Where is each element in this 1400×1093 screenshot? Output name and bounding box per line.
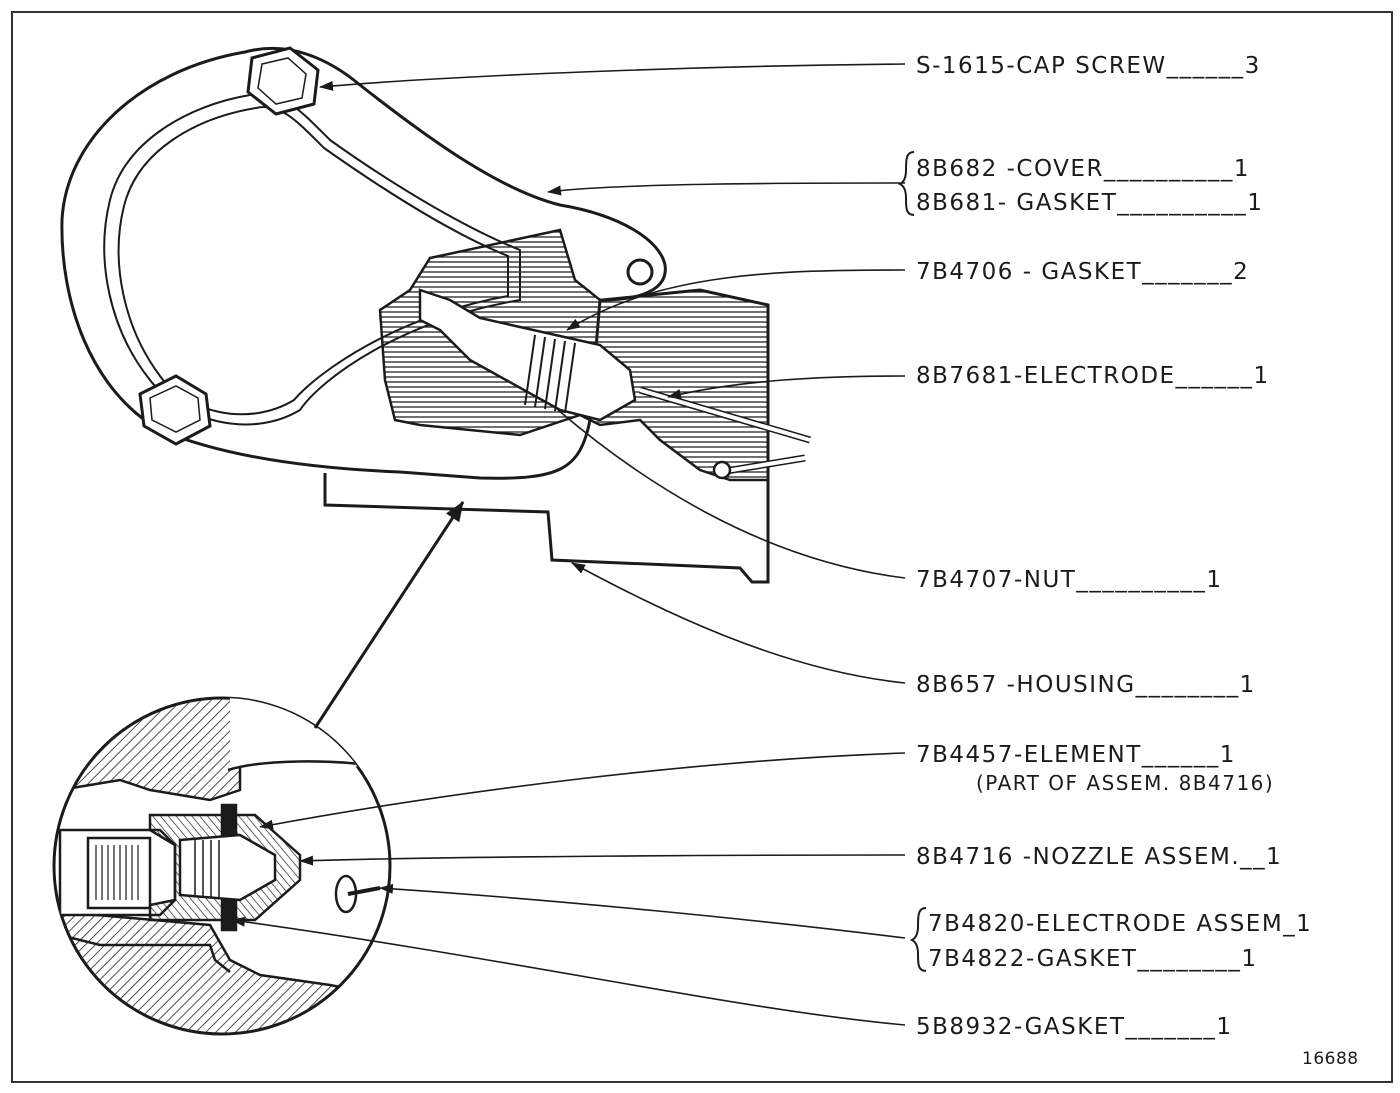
part-label-gasket-7b4822: 7B4822-GASKET________1 xyxy=(928,946,1258,972)
parts-list: S-1615-CAP SCREW______3 8B682 -COVER____… xyxy=(916,53,1359,1069)
nut-threads xyxy=(524,334,576,414)
part-label-cap-screw: S-1615-CAP SCREW______3 xyxy=(916,53,1261,79)
electrode-body xyxy=(418,288,637,422)
detail-magnified-view xyxy=(52,696,392,1036)
part-label-element: 7B4457-ELEMENT______1 xyxy=(916,742,1236,768)
part-label-gasket-5b8932: 5B8932-GASKET_______1 xyxy=(916,1014,1233,1040)
leader-lines xyxy=(231,63,927,1026)
part-label-electrode: 8B7681-ELECTRODE______1 xyxy=(916,363,1270,389)
part-label-nut: 7B4707-NUT__________1 xyxy=(916,567,1222,593)
part-label-cover: 8B682 -COVER__________1 xyxy=(916,156,1250,182)
cover-hole xyxy=(626,258,654,286)
cap-screw-bottom xyxy=(138,374,212,446)
figure-number: 16688 xyxy=(1302,1049,1359,1069)
page-border xyxy=(11,11,1393,1083)
cover-rim xyxy=(103,92,521,426)
main-assembly xyxy=(60,46,811,584)
part-label-housing: 8B657 -HOUSING________1 xyxy=(916,672,1256,698)
part-label-cover-gasket: 8B681- GASKET__________1 xyxy=(916,190,1263,216)
part-label-element-note: (PART OF ASSEM. 8B4716) xyxy=(976,771,1274,795)
part-label-nozzle: 8B4716 -NOZZLE ASSEM.__1 xyxy=(916,844,1282,870)
cap-screw-top xyxy=(246,46,320,116)
part-label-electrode-assem: 7B4820-ELECTRODE ASSEM_1 xyxy=(928,911,1312,937)
part-label-gasket-7b4706: 7B4706 - GASKET_______2 xyxy=(916,259,1249,285)
detail-pointer-arrow xyxy=(313,501,465,729)
